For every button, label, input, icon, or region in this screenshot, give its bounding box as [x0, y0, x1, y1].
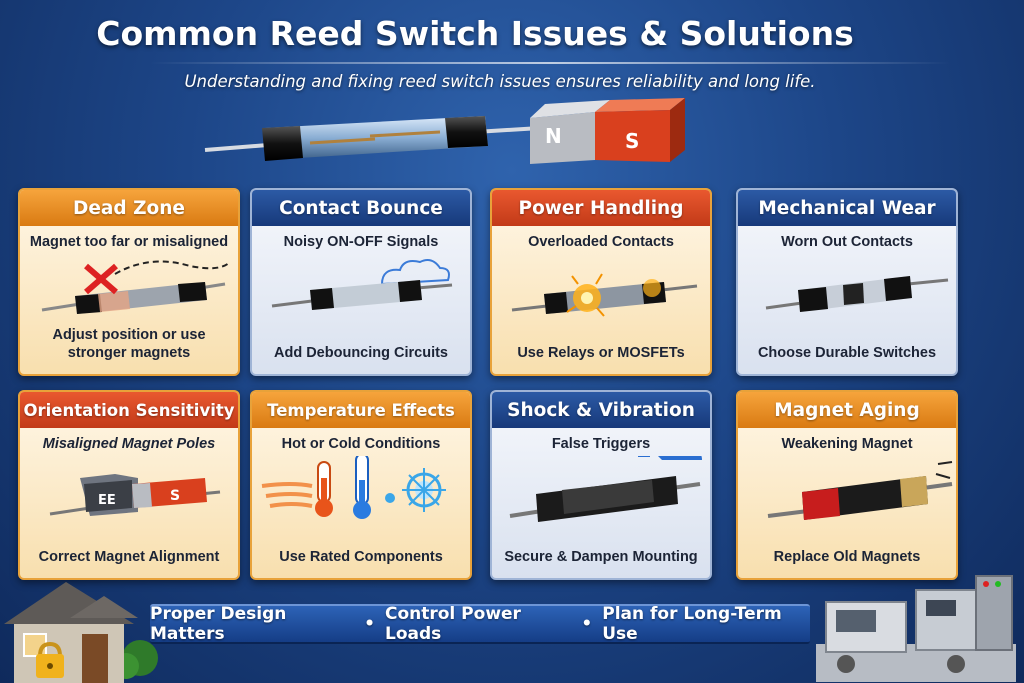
title-divider	[150, 62, 950, 64]
cold-thermometer-icon	[353, 456, 371, 519]
card-power-handling: Power Handling Overloaded Contacts Use R…	[490, 188, 712, 376]
padlock-icon	[36, 641, 64, 678]
card-title: Power Handling	[492, 190, 710, 226]
noisy-signal-switch-icon	[271, 259, 453, 310]
banner-separator: •	[364, 614, 375, 634]
reed-switch-icon	[204, 116, 541, 161]
card-solution: Secure & Dampen Mounting	[504, 549, 698, 565]
card-solution: Use Relays or MOSFETs	[517, 345, 685, 361]
card-solution: Correct Magnet Alignment	[38, 549, 220, 565]
banner-item: Proper Design Matters	[150, 604, 287, 644]
snowflake-icon	[385, 468, 446, 512]
card-magnet-aging: Magnet Aging Weakening Magnet Replace Ol…	[736, 390, 958, 580]
magnet-pole-label: S	[170, 488, 180, 504]
card-problem: Hot or Cold Conditions	[281, 436, 441, 452]
card-problem: Overloaded Contacts	[528, 234, 674, 250]
card-temperature-effects: Temperature Effects Hot or Cold Conditio…	[250, 390, 472, 580]
card-problem: Misaligned Magnet Poles	[42, 436, 216, 452]
card-solution: Replace Old Magnets	[773, 549, 921, 565]
card-solution: Adjust position or use stronger magnets	[52, 327, 206, 361]
magnet-south-label: S	[625, 129, 639, 153]
vibrating-switch-icon	[509, 456, 702, 522]
temperature-icons	[261, 456, 446, 519]
card-title: Shock & Vibration	[492, 392, 710, 428]
card-orientation-sensitivity: Orientation Sensitivity Misaligned Magne…	[18, 390, 240, 580]
bar-magnet-icon: N S	[530, 98, 685, 164]
card-title: Contact Bounce	[252, 190, 470, 226]
card-solution: Choose Durable Switches	[757, 345, 937, 361]
card-dead-zone: Dead Zone Magnet too far or misaligned A…	[18, 188, 240, 376]
banner-item: Plan for Long-Term Use	[602, 604, 782, 644]
industrial-machine-icon	[816, 575, 1016, 682]
hero-reed-switch-illustration: N S	[204, 98, 685, 164]
overloaded-switch-icon	[511, 273, 698, 317]
card-mechanical-wear: Mechanical Wear Worn Out Contacts Choose…	[736, 188, 958, 376]
card-problem: Noisy ON-OFF Signals	[283, 234, 439, 250]
bottom-banner: Proper Design Matters • Control Power Lo…	[150, 604, 810, 644]
misaligned-magnet-poles-icon: EE S	[49, 474, 221, 516]
magnet-north-label: N	[545, 124, 562, 148]
card-problem: Worn Out Contacts	[781, 234, 913, 250]
aging-magnet-icon	[767, 461, 953, 520]
card-contact-bounce: Contact Bounce Noisy ON-OFF Signals Add …	[250, 188, 472, 376]
page-subtitle: Understanding and fixing reed switch iss…	[184, 72, 816, 91]
house-with-padlock-icon	[4, 582, 158, 683]
card-title: Dead Zone	[20, 190, 238, 226]
motion-indicator-icon	[638, 456, 702, 460]
card-title: Orientation Sensitivity	[20, 392, 238, 428]
sensor-label: EE	[98, 493, 116, 508]
misaligned-switch-icon	[41, 260, 231, 314]
banner-item: Control Power Loads	[384, 604, 521, 644]
card-problem: Magnet too far or misaligned	[29, 234, 229, 250]
worn-switch-icon	[765, 276, 949, 312]
hot-thermometer-icon	[315, 461, 333, 517]
card-shock-vibration: Shock & Vibration False Triggers Secure …	[490, 390, 712, 580]
banner-separator: •	[581, 614, 593, 634]
card-problem: False Triggers	[551, 436, 651, 452]
card-solution: Add Debouncing Circuits	[274, 345, 448, 361]
card-title: Temperature Effects	[252, 392, 470, 428]
card-solution: Use Rated Components	[279, 549, 443, 565]
page-title: Common Reed Switch Issues & Solutions	[96, 14, 854, 53]
card-title: Magnet Aging	[738, 392, 956, 428]
card-title: Mechanical Wear	[738, 190, 956, 226]
card-problem: Weakening Magnet	[781, 436, 913, 452]
